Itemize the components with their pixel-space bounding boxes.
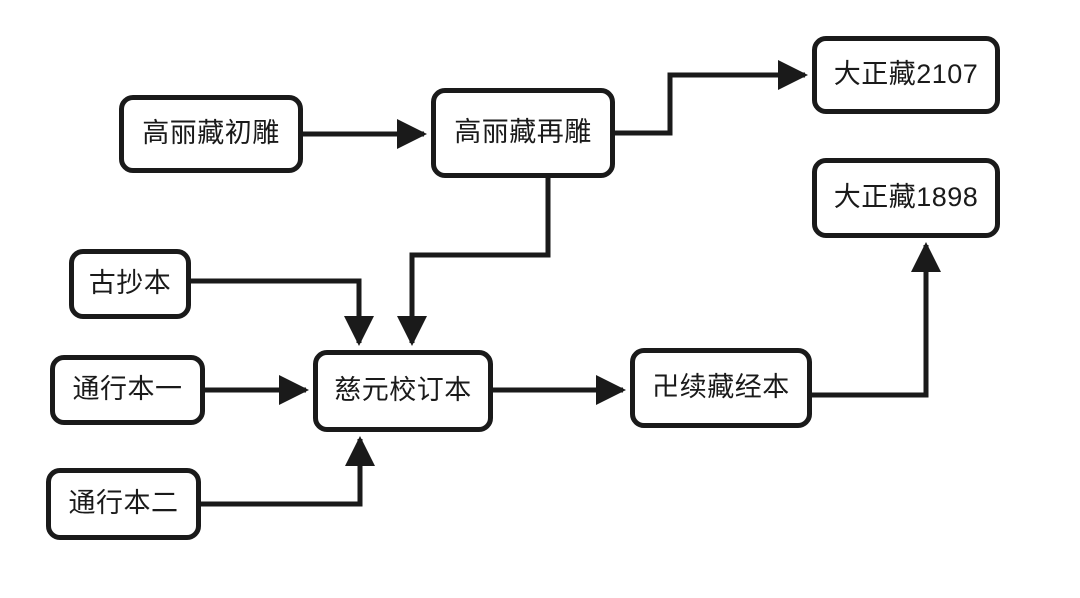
node-gaoli_zaidiao[interactable]: 高丽藏再雕 <box>431 88 615 178</box>
node-wan_xuzang[interactable]: 卍续藏经本 <box>630 348 812 428</box>
node-ciyuan_jiaoding[interactable]: 慈元校订本 <box>313 350 493 432</box>
node-label-gaoli_zaidiao: 高丽藏再雕 <box>454 116 592 147</box>
node-label-tongxing_yi: 通行本一 <box>72 373 183 404</box>
node-label-ciyuan_jiaoding: 慈元校订本 <box>334 374 472 405</box>
node-guchaoben[interactable]: 古抄本 <box>69 249 191 319</box>
node-label-gaoli_chudiao: 高丽藏初雕 <box>142 117 280 148</box>
node-label-tongxing_er: 通行本二 <box>68 487 179 518</box>
edge-wan_xuzang-to-dazheng_1898 <box>812 242 941 398</box>
node-gaoli_chudiao[interactable]: 高丽藏初雕 <box>119 95 303 173</box>
edge-gaoli_zaidiao-to-ciyuan_jiaoding <box>397 178 551 346</box>
node-dazheng_2107[interactable]: 大正藏2107 <box>812 36 1000 114</box>
edge-guchaoben-to-ciyuan_jiaoding <box>191 278 374 346</box>
node-label-dazheng_2107: 大正藏2107 <box>833 58 979 89</box>
edge-gaoli_zaidiao-to-dazheng_2107 <box>615 60 808 136</box>
edge-tongxing_er-to-ciyuan_jiaoding <box>201 436 375 507</box>
node-tongxing_er[interactable]: 通行本二 <box>46 468 201 540</box>
node-label-guchaoben: 古抄本 <box>88 267 172 298</box>
node-tongxing_yi[interactable]: 通行本一 <box>50 355 205 425</box>
node-label-wan_xuzang: 卍续藏经本 <box>652 371 790 402</box>
node-label-dazheng_1898: 大正藏1898 <box>833 181 979 212</box>
node-dazheng_1898[interactable]: 大正藏1898 <box>812 158 1000 238</box>
